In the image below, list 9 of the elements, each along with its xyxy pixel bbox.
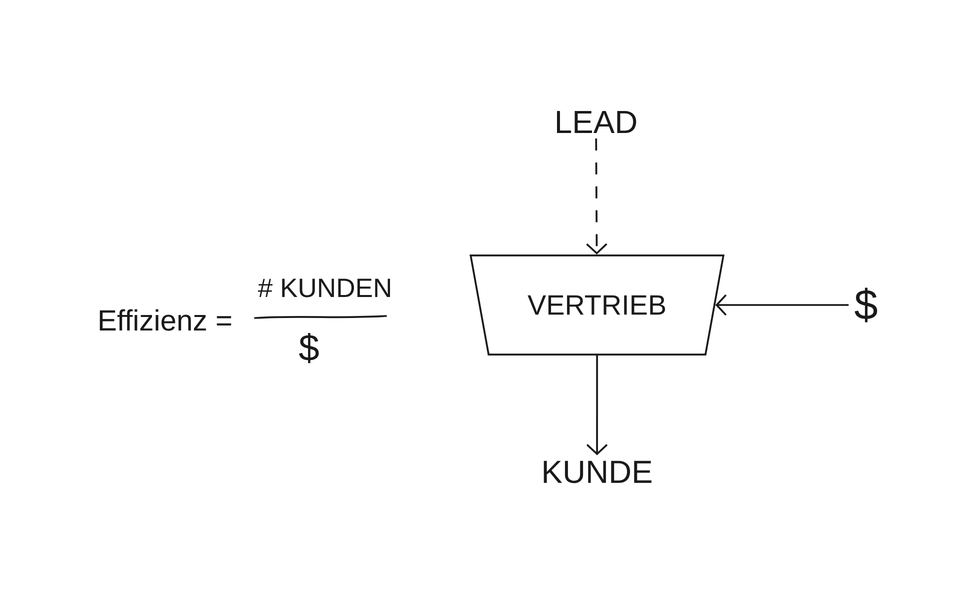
formula-text: Effizienz = [100, 309, 232, 331]
source-label: LEAD [557, 111, 636, 133]
dashed-arrow [586, 138, 608, 255]
arrow [715, 294, 849, 316]
numerator-text: # KUNDEN [258, 278, 390, 298]
denominator-text: $ [299, 332, 319, 364]
arrow [586, 355, 608, 456]
output-label: KUNDE [544, 460, 652, 484]
input-label: $ [854, 288, 878, 322]
